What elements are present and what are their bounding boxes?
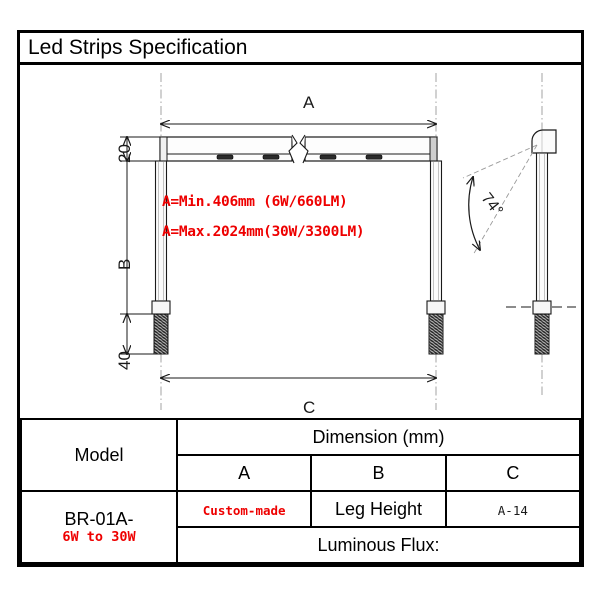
header-model: Model [20,418,178,492]
cell-value-b: Leg Height [310,490,447,528]
model-number: BR-01A- [64,508,134,529]
note-min-length: A=Min.406mm (6W/660LM) [162,194,348,210]
table-row-header-columns: A B C [21,454,582,492]
model-power-range: 6W to 30W [62,528,136,545]
dimension-label-c: C [303,398,316,417]
header-col-c: C [444,454,582,492]
header-dimension: Dimension (mm) [176,418,581,456]
title-bar: Led Strips Specification [20,33,581,65]
dimension-label-thread-length: 40 [115,351,134,370]
cell-model-value: BR-01A- 6W to 30W [20,490,178,564]
page-title: Led Strips Specification [28,36,248,59]
header-col-a: A [175,454,313,492]
value-c-text: A-14 [497,502,528,518]
note-max-length: A=Max.2024mm(30W/3300LM) [162,224,365,240]
cell-luminous-flux: Luminous Flux: [176,526,581,564]
value-a-text: Custom-made [202,502,286,518]
dimension-label-strip-height: 20 [115,144,134,163]
table-row-header-top: Model Dimension (mm) [20,418,581,492]
technical-drawing: A=Min.406mm (6W/660LM) A=Max.2024mm(30W/… [20,65,581,418]
header-col-b: B [310,454,447,492]
dimension-label-a: A [303,93,315,112]
dimension-label-b: B [115,258,134,270]
cell-value-a: Custom-made [175,490,313,528]
cell-value-c: A-14 [444,490,582,528]
table-row-flux: Luminous Flux: [21,526,581,564]
table-row-values: BR-01A- 6W to 30W Custom-made Leg Height… [20,490,582,564]
drawing-canvas [120,73,576,410]
specification-sheet: Led Strips Specification [17,30,584,567]
specification-table: Model Dimension (mm) A B C BR-01A- 6W to… [20,418,582,564]
